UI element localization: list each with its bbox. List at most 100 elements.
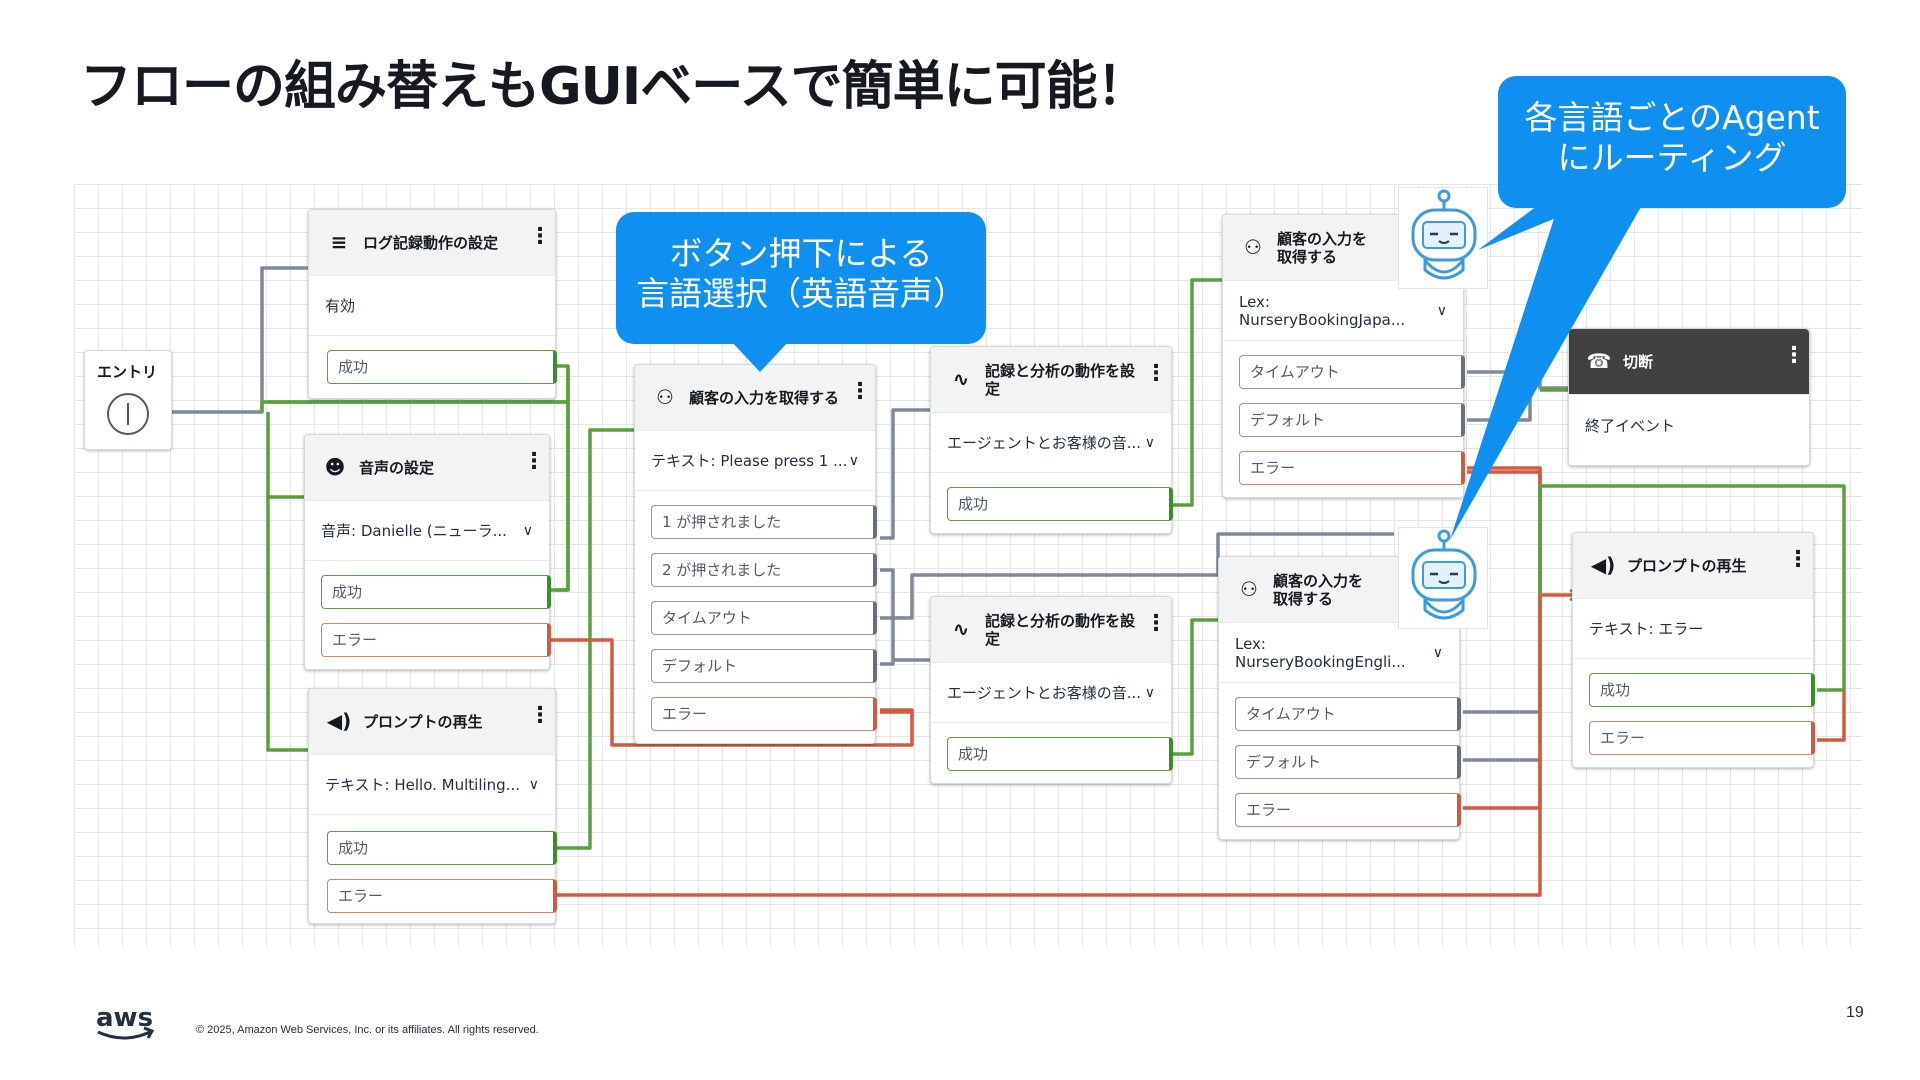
customer-input-icon: ⚇ — [656, 385, 674, 409]
block-value-text: テキスト: Please press 1 ... — [651, 452, 848, 470]
block-title: プロンプトの再生 — [363, 712, 483, 731]
kebab-menu-icon[interactable]: ⋮ — [1787, 547, 1809, 572]
robot-agent-icon — [1398, 187, 1488, 289]
aws-logo-icon: aws — [94, 1000, 158, 1044]
kebab-menu-icon[interactable]: ⋮ — [1783, 343, 1805, 368]
block-value[interactable]: 音声: Danielle (ニューラ... ∨ — [305, 501, 549, 561]
kebab-menu-icon[interactable]: ⋮ — [1145, 361, 1167, 386]
branch-timeout[interactable]: タイムアウト — [1239, 355, 1465, 389]
chevron-down-icon[interactable]: ∨ — [1144, 434, 1155, 451]
branch-success[interactable]: 成功 — [321, 575, 551, 609]
callout-text: ボタン押下による 言語選択（英語音声） — [636, 234, 966, 313]
block-value[interactable]: エージェントとお客様の音...∨ — [931, 413, 1171, 473]
block-value-text: エージェントとお客様の音... — [947, 684, 1142, 702]
branch-timeout[interactable]: タイムアウト — [1235, 697, 1461, 731]
block-disconnect[interactable]: ☎ 切断 ⋮ 終了イベント — [1568, 328, 1810, 466]
block-title: 記録と分析の動作を設定 — [985, 611, 1136, 648]
page-number: 19 — [1846, 1004, 1864, 1021]
block-value-text: 有効 — [325, 297, 356, 315]
slide-title: フローの組み替えもGUIベースで簡単に可能！ — [80, 57, 1149, 117]
kebab-menu-icon[interactable]: ⋮ — [1145, 611, 1167, 636]
branch-default[interactable]: デフォルト — [1235, 745, 1461, 779]
branch-default[interactable]: デフォルト — [1239, 403, 1465, 437]
chevron-down-icon[interactable]: ∨ — [1436, 302, 1447, 319]
branch-error[interactable]: エラー — [1235, 793, 1461, 827]
block-value-text: 音声: Danielle (ニューラ... — [321, 522, 507, 540]
customer-input-icon: ⚇ — [1240, 577, 1258, 601]
chevron-down-icon[interactable]: ∨ — [528, 776, 539, 793]
block-title: 顧客の入力を取得する — [689, 388, 840, 407]
callout-routing: 各言語ごとのAgent にルーティング — [1498, 76, 1846, 208]
kebab-menu-icon[interactable]: ⋮ — [849, 379, 871, 404]
block-value: 有効 — [309, 276, 555, 336]
block-value[interactable]: エージェントとお客様の音...∨ — [931, 663, 1171, 723]
customer-input-icon: ⚇ — [1244, 235, 1262, 259]
block-title: プロンプトの再生 — [1627, 556, 1747, 575]
block-value[interactable]: テキスト: Hello. Multiling... ∨ — [309, 755, 555, 815]
kebab-menu-icon[interactable]: ⋮ — [529, 703, 551, 728]
block-header: ◀) プロンプトの再生 ⋮ — [309, 689, 555, 755]
block-value[interactable]: Lex: NurseryBookingJapa... ∨ — [1223, 281, 1463, 341]
kebab-menu-icon[interactable]: ⋮ — [523, 449, 545, 474]
block-title: ログ記録動作の設定 — [363, 233, 499, 252]
entry-block[interactable]: エントリ — [84, 350, 172, 450]
block-value-text: テキスト: Hello. Multiling... — [325, 776, 520, 794]
block-play-prompt-error[interactable]: ◀) プロンプトの再生 ⋮ テキスト: エラー 成功 エラー — [1572, 532, 1815, 768]
block-header: ⚇ 顧客の入力を取得する ⋮ — [635, 365, 875, 431]
block-value-text: 終了イベント — [1585, 416, 1676, 435]
branch-press-2[interactable]: 2 が押されました — [651, 553, 877, 587]
block-play-prompt[interactable]: ◀) プロンプトの再生 ⋮ テキスト: Hello. Multiling... ∨… — [308, 688, 557, 924]
block-value: 終了イベント — [1569, 395, 1809, 455]
branch-success[interactable]: 成功 — [947, 737, 1173, 771]
block-header: ∿ 記録と分析の動作を設定 ⋮ — [931, 597, 1171, 663]
branch-press-1[interactable]: 1 が押されました — [651, 505, 877, 539]
entry-label: エントリ — [97, 363, 158, 381]
list-settings-icon: ≡ — [330, 230, 348, 254]
hang-up-icon: ☎ — [1586, 349, 1612, 373]
kebab-menu-icon[interactable]: ⋮ — [529, 224, 551, 249]
speaker-icon: ◀) — [1590, 553, 1616, 577]
voice-settings-icon: ☻ — [324, 455, 346, 479]
block-header: ∿ 記録と分析の動作を設定 ⋮ — [931, 347, 1171, 413]
robot-agent-icon — [1398, 527, 1488, 629]
branch-timeout[interactable]: タイムアウト — [651, 601, 877, 635]
branch-success[interactable]: 成功 — [947, 487, 1173, 521]
block-value[interactable]: テキスト: Please press 1 ...∨ — [635, 431, 875, 491]
block-title: 切断 — [1623, 352, 1654, 371]
block-value-text: エージェントとお客様の音... — [947, 434, 1142, 452]
block-title: 記録と分析の動作を設定 — [985, 361, 1136, 398]
block-title: 音声の設定 — [359, 458, 435, 477]
block-value-text: Lex: NurseryBookingJapa... — [1239, 292, 1406, 329]
block-header: ☎ 切断 ⋮ — [1569, 329, 1809, 395]
block-value[interactable]: Lex: NurseryBookingEngli... ∨ — [1219, 623, 1459, 683]
branch-success[interactable]: 成功 — [327, 831, 557, 865]
waveform-icon: ∿ — [952, 617, 970, 641]
block-analytics-settings-1[interactable]: ∿ 記録と分析の動作を設定 ⋮ エージェントとお客様の音...∨ 成功 — [930, 346, 1173, 534]
branch-default[interactable]: デフォルト — [651, 649, 877, 683]
branch-error[interactable]: エラー — [327, 879, 557, 913]
chevron-down-icon[interactable]: ∨ — [522, 522, 533, 539]
block-analytics-settings-2[interactable]: ∿ 記録と分析の動作を設定 ⋮ エージェントとお客様の音...∨ 成功 — [930, 596, 1173, 784]
callout-text: 各言語ごとのAgent にルーティング — [1524, 98, 1820, 177]
chevron-down-icon[interactable]: ∨ — [848, 452, 859, 469]
chevron-down-icon[interactable]: ∨ — [1144, 684, 1155, 701]
branch-error[interactable]: エラー — [321, 623, 551, 657]
branch-error[interactable]: エラー — [1239, 451, 1465, 485]
chevron-down-icon[interactable]: ∨ — [1432, 644, 1443, 661]
block-value-text: テキスト: エラー — [1589, 620, 1704, 638]
block-value-text: Lex: NurseryBookingEngli... — [1235, 634, 1406, 671]
block-log-settings[interactable]: ≡ ログ記録動作の設定 ⋮ 有効 成功 — [308, 209, 557, 399]
branch-error[interactable]: エラー — [1589, 721, 1815, 755]
block-title: 顧客の入力を取得する — [1273, 571, 1364, 608]
entry-node-icon[interactable] — [107, 393, 149, 435]
branch-success[interactable]: 成功 — [1589, 673, 1815, 707]
branch-success[interactable]: 成功 — [327, 350, 557, 384]
block-header: ☻ 音声の設定 ⋮ — [305, 435, 549, 501]
block-get-customer-input[interactable]: ⚇ 顧客の入力を取得する ⋮ テキスト: Please press 1 ...∨… — [634, 364, 877, 744]
callout-button-select: ボタン押下による 言語選択（英語音声） — [616, 212, 986, 344]
block-voice-settings[interactable]: ☻ 音声の設定 ⋮ 音声: Danielle (ニューラ... ∨ 成功 エラー — [304, 434, 551, 670]
branch-error[interactable]: エラー — [651, 697, 877, 731]
block-header: ◀) プロンプトの再生 ⋮ — [1573, 533, 1813, 599]
block-title: 顧客の入力を取得する — [1277, 229, 1368, 266]
aws-logo-text: aws — [96, 1003, 153, 1033]
